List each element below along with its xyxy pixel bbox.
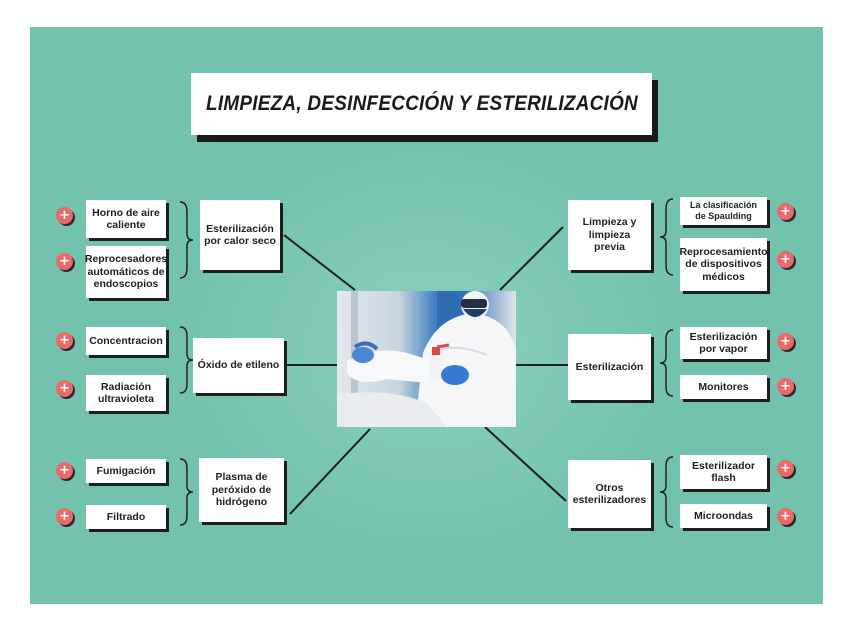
node-calor-seco-label: Esterilización por calor seco bbox=[204, 223, 276, 248]
node-esterilizacion[interactable]: Esterilización bbox=[568, 334, 651, 400]
expand-microondas-button[interactable]: + bbox=[777, 508, 794, 525]
item-fumigacion[interactable]: Fumigación bbox=[86, 459, 166, 483]
item-microondas[interactable]: Microondas bbox=[680, 504, 767, 528]
node-esterilizacion-label: Esterilización bbox=[576, 361, 644, 374]
brace-otros bbox=[660, 457, 673, 527]
node-oxido-etileno-label: Óxido de etileno bbox=[198, 359, 280, 372]
connector-plasma bbox=[290, 429, 370, 514]
expand-vapor-button[interactable]: + bbox=[777, 333, 794, 350]
item-microondas-label: Microondas bbox=[694, 510, 753, 523]
page-title: LIMPIEZA, DESINFECCIÓN Y ESTERILIZACIÓN bbox=[206, 92, 638, 116]
node-limpieza-label: Limpieza y limpieza previa bbox=[572, 216, 647, 254]
expand-horno-aire-button[interactable]: + bbox=[56, 207, 73, 224]
expand-monitores-button[interactable]: + bbox=[777, 378, 794, 395]
expand-reprocesamiento-button[interactable]: + bbox=[777, 251, 794, 268]
expand-filtrado-button[interactable]: + bbox=[56, 508, 73, 525]
item-clasificacion-spaulding-label: La clasificación de Spaulding bbox=[684, 200, 763, 222]
item-radiacion-uv[interactable]: Radiación ultravioleta bbox=[86, 375, 166, 411]
item-radiacion-uv-label: Radiación ultravioleta bbox=[90, 381, 162, 406]
brace-limpieza bbox=[660, 199, 673, 275]
connector-calor-seco bbox=[284, 235, 355, 290]
node-otros-esterilizadores-label: Otros esterilizadores bbox=[572, 482, 647, 507]
node-calor-seco[interactable]: Esterilización por calor seco bbox=[200, 200, 280, 270]
item-reprocesadores[interactable]: Reprocesadores automáticos de endoscopio… bbox=[86, 246, 166, 298]
item-monitores[interactable]: Monitores bbox=[680, 375, 767, 399]
item-concentracion-label: Concentracion bbox=[89, 335, 163, 348]
expand-radiacion-button[interactable]: + bbox=[56, 380, 73, 397]
expand-spaulding-button[interactable]: + bbox=[777, 203, 794, 220]
title-box: LIMPIEZA, DESINFECCIÓN Y ESTERILIZACIÓN bbox=[191, 73, 652, 135]
item-esterilizacion-vapor-label: Esterilización por vapor bbox=[684, 331, 763, 356]
item-filtrado-label: Filtrado bbox=[107, 511, 146, 524]
cleaning-person-illustration bbox=[337, 291, 516, 427]
item-horno-aire-label: Horno de aire caliente bbox=[90, 207, 162, 232]
item-monitores-label: Monitores bbox=[698, 381, 748, 394]
connector-otros bbox=[485, 427, 566, 501]
node-plasma-peroxido-label: Plasma de peróxido de hidrógeno bbox=[203, 471, 280, 509]
expand-concentracion-button[interactable]: + bbox=[56, 332, 73, 349]
node-oxido-etileno[interactable]: Óxido de etileno bbox=[193, 338, 284, 393]
node-plasma-peroxido[interactable]: Plasma de peróxido de hidrógeno bbox=[199, 458, 284, 522]
brace-calor-seco bbox=[180, 202, 193, 278]
node-limpieza[interactable]: Limpieza y limpieza previa bbox=[568, 200, 651, 270]
item-esterilizacion-vapor[interactable]: Esterilización por vapor bbox=[680, 327, 767, 359]
item-fumigacion-label: Fumigación bbox=[97, 465, 156, 478]
brace-plasma bbox=[180, 459, 193, 525]
item-filtrado[interactable]: Filtrado bbox=[86, 505, 166, 529]
connector-limpieza bbox=[500, 227, 563, 290]
node-otros-esterilizadores[interactable]: Otros esterilizadores bbox=[568, 460, 651, 528]
item-esterilizador-flash-label: Esterilizador flash bbox=[684, 460, 763, 485]
expand-reprocesadores-button[interactable]: + bbox=[56, 253, 73, 270]
item-clasificacion-spaulding[interactable]: La clasificación de Spaulding bbox=[680, 197, 767, 225]
brace-esterilizacion bbox=[660, 330, 673, 396]
item-reprocesadores-label: Reprocesadores automáticos de endoscopio… bbox=[85, 253, 167, 291]
item-horno-aire[interactable]: Horno de aire caliente bbox=[86, 200, 166, 238]
center-photo bbox=[337, 291, 516, 427]
expand-flash-button[interactable]: + bbox=[777, 460, 794, 477]
item-esterilizador-flash[interactable]: Esterilizador flash bbox=[680, 455, 767, 489]
item-concentracion[interactable]: Concentracion bbox=[86, 327, 166, 355]
expand-fumigacion-button[interactable]: + bbox=[56, 462, 73, 479]
item-reprocesamiento-label: Reprocesamiento de dispositivos médicos bbox=[679, 246, 767, 284]
brace-oxido bbox=[180, 327, 193, 393]
item-reprocesamiento[interactable]: Reprocesamiento de dispositivos médicos bbox=[680, 238, 767, 291]
